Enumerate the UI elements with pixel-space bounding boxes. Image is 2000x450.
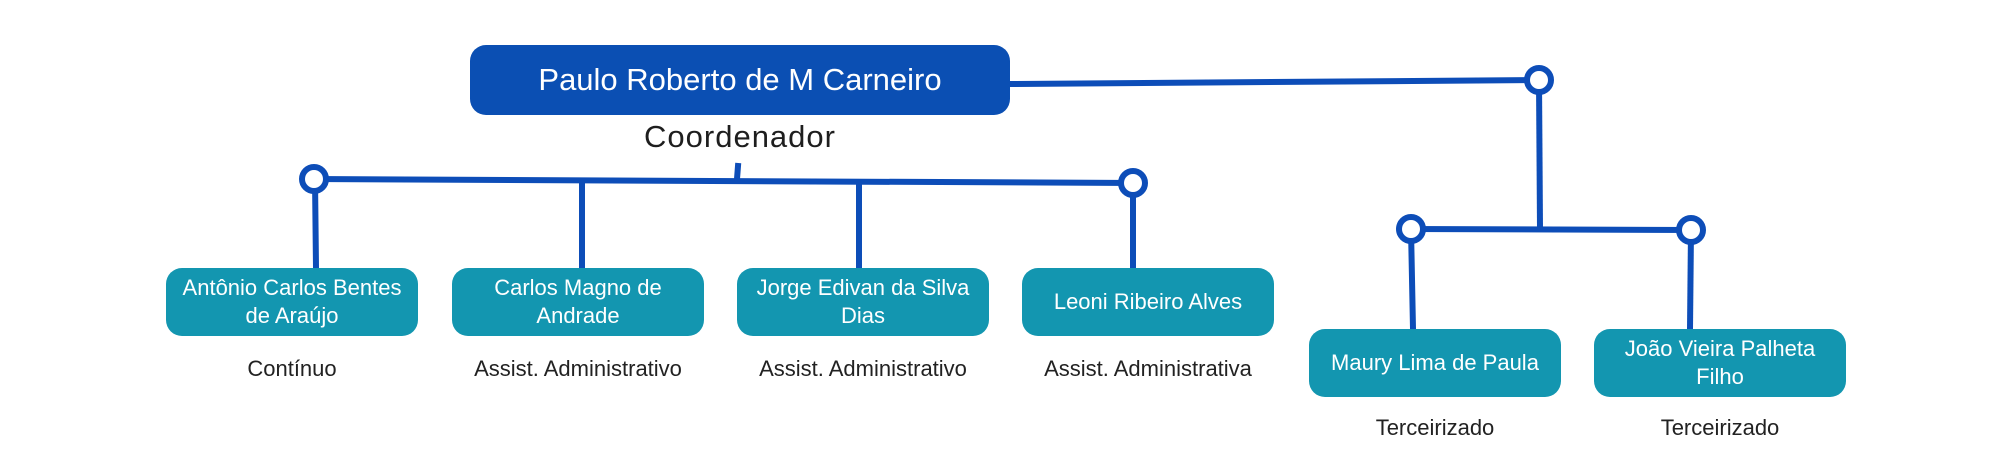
member-box-4[interactable]: Leoni Ribeiro Alves bbox=[1022, 268, 1274, 336]
root-node-box[interactable]: Paulo Roberto de M Carneiro bbox=[470, 45, 1010, 115]
member-name: Antônio Carlos Bentes de Araújo bbox=[182, 274, 402, 328]
member-role: Terceirizado bbox=[1375, 415, 1495, 440]
member-box-6[interactable]: João Vieira Palheta Filho bbox=[1594, 329, 1846, 397]
member-role: Contínuo bbox=[247, 356, 337, 381]
member-name: Jorge Edivan da Silva Dias bbox=[756, 274, 970, 328]
connector-root-stem bbox=[733, 162, 742, 183]
member-box-2[interactable]: Carlos Magno de Andrade bbox=[452, 268, 704, 336]
member-box-5[interactable]: Maury Lima de Paula bbox=[1309, 329, 1561, 397]
connector-left-bar bbox=[309, 175, 1137, 187]
root-node-name: Paulo Roberto de M Carneiro bbox=[538, 62, 942, 97]
junction-ring-left-start bbox=[299, 164, 329, 194]
member-role: Assist. Administrativa bbox=[1044, 356, 1252, 381]
member-name: Carlos Magno de Andrade bbox=[494, 274, 662, 328]
member-role: Assist. Administrativo bbox=[759, 356, 967, 381]
connector-drop-member-5 bbox=[1407, 225, 1417, 333]
connector-root-to-right-branch bbox=[1006, 76, 1543, 88]
connector-right-trunk bbox=[1535, 76, 1544, 233]
member-box-3[interactable]: Jorge Edivan da Silva Dias bbox=[737, 268, 989, 336]
member-name: Maury Lima de Paula bbox=[1331, 349, 1539, 375]
root-node-role: Coordenador bbox=[644, 119, 836, 154]
member-name: João Vieira Palheta Filho bbox=[1624, 335, 1816, 389]
member-box-1[interactable]: Antônio Carlos Bentes de Araújo bbox=[166, 268, 418, 336]
junction-ring-right-right bbox=[1676, 215, 1706, 245]
connector-right-bar bbox=[1405, 225, 1695, 234]
junction-ring-right-left bbox=[1396, 214, 1426, 244]
junction-ring-left-end bbox=[1118, 168, 1148, 198]
member-role: Terceirizado bbox=[1660, 415, 1780, 440]
member-role: Assist. Administrativo bbox=[474, 356, 682, 381]
junction-ring-right-top bbox=[1524, 65, 1554, 95]
connector-drop-member-6 bbox=[1686, 226, 1695, 333]
member-name: Leoni Ribeiro Alves bbox=[1053, 288, 1243, 314]
